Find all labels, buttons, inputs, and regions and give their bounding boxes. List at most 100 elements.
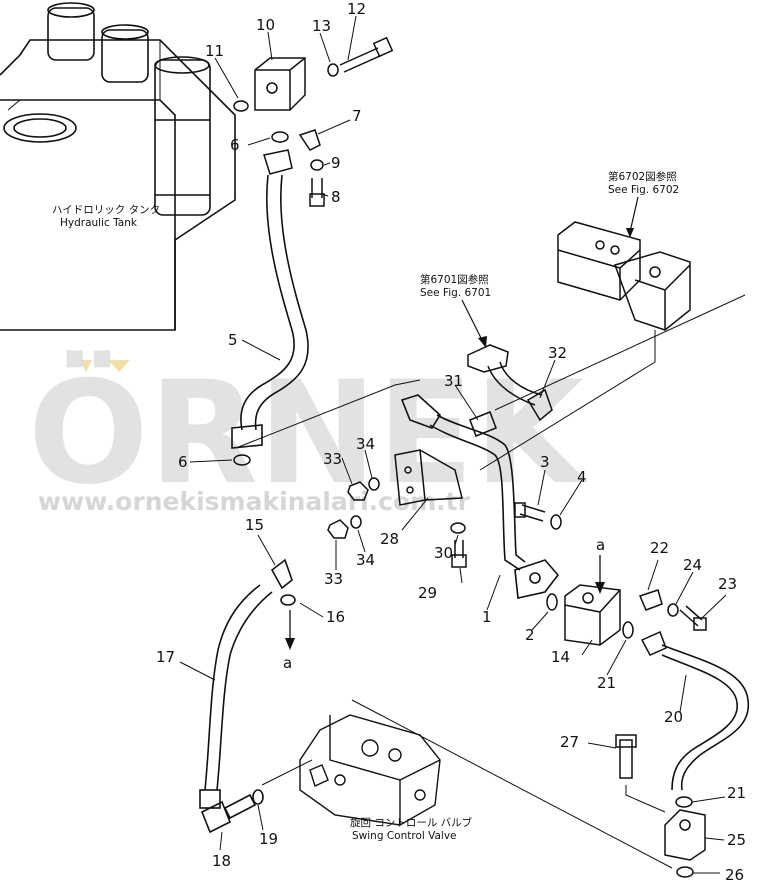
label-part-2: 2 <box>525 626 535 644</box>
leader-lines <box>179 15 727 874</box>
label-part-29: 29 <box>418 584 437 602</box>
o-ring-21-top <box>622 621 634 639</box>
label-part-6-bottom: 6 <box>178 453 188 471</box>
label-part-12: 12 <box>347 0 366 18</box>
label-part-25: 25 <box>727 831 746 849</box>
mark-a-top: a <box>596 536 605 554</box>
label-part-5: 5 <box>228 331 238 349</box>
bolt-23 <box>679 605 703 627</box>
label-part-21-bottom: 21 <box>727 784 746 802</box>
o-ring-2 <box>546 593 558 611</box>
fitting-18 <box>200 800 232 834</box>
clamp-31 <box>469 411 497 437</box>
label-part-34-top: 34 <box>356 435 375 453</box>
o-ring-19 <box>252 789 264 805</box>
nut-33-top <box>347 481 369 501</box>
label-part-4: 4 <box>577 468 587 486</box>
pipe-1 <box>400 394 560 599</box>
bolt-8 <box>311 178 323 198</box>
label-part-32: 32 <box>548 344 567 362</box>
leader-6701 <box>461 299 483 341</box>
label-part-22: 22 <box>650 539 669 557</box>
connection-a-bottom-group: a <box>283 610 295 672</box>
hydraulic-tank <box>0 2 236 331</box>
watermark: ÖRNEK www.ornekismakinalari.com.tr <box>28 349 589 516</box>
flange-top <box>263 149 293 175</box>
hose-5 <box>231 174 309 449</box>
label-part-10: 10 <box>256 16 275 34</box>
pipe-32 <box>467 344 553 422</box>
block-10 <box>254 57 306 111</box>
arrow-6701 <box>478 336 487 348</box>
connection-a-top-group: a <box>595 536 605 594</box>
label-part-21-top: 21 <box>597 674 616 692</box>
washer-34-top <box>368 477 380 491</box>
label-part-34-bottom: 34 <box>356 551 375 569</box>
label-part-9: 9 <box>331 154 341 172</box>
caption-6702-jp: 第6702図参照 <box>608 170 677 183</box>
washer-9 <box>310 159 324 171</box>
label-part-11: 11 <box>205 42 224 60</box>
caption-tank-jp: ハイドロリック タンク <box>52 204 160 216</box>
reference-line <box>494 294 746 411</box>
mark-a-bottom: a <box>283 654 292 672</box>
label-part-16: 16 <box>326 608 345 626</box>
label-part-13: 13 <box>312 17 331 35</box>
leader-6702 <box>629 196 639 233</box>
label-part-20: 20 <box>664 708 683 726</box>
nut-33-bottom <box>327 519 349 539</box>
label-part-28: 28 <box>380 530 399 548</box>
clamp-22 <box>638 589 663 611</box>
label-part-33-top: 33 <box>323 450 342 468</box>
o-ring-6-top <box>271 131 289 143</box>
label-part-27: 27 <box>560 733 579 751</box>
caption-6702-en: See Fig. 6702 <box>608 184 679 196</box>
hose-20 <box>661 644 749 791</box>
washer-24 <box>667 603 679 617</box>
washer-34-bottom <box>350 515 362 529</box>
label-part-31: 31 <box>444 372 463 390</box>
label-part-6-top: 6 <box>230 136 240 154</box>
o-ring-21-bottom <box>675 796 693 808</box>
label-part-3: 3 <box>540 453 550 471</box>
label-part-17: 17 <box>156 648 175 666</box>
arrow-a-top <box>595 582 605 594</box>
o-ring-16 <box>280 594 296 606</box>
arrow-6702 <box>626 228 634 238</box>
block-14 <box>564 584 621 646</box>
block-25 <box>664 809 706 861</box>
label-part-23: 23 <box>718 575 737 593</box>
label-part-24: 24 <box>683 556 702 574</box>
valve-6702 <box>479 221 691 471</box>
bolt-3 <box>519 504 546 522</box>
o-ring-26 <box>676 866 694 878</box>
label-part-7: 7 <box>352 107 362 125</box>
caption-valve-jp: 旋回 コントロール バルブ <box>350 816 473 829</box>
label-part-18: 18 <box>212 852 231 870</box>
hose-17 <box>204 584 261 791</box>
label-part-26: 26 <box>725 866 744 882</box>
label-part-30: 30 <box>434 544 453 562</box>
watermark-accent <box>108 360 130 372</box>
o-ring-11 <box>233 100 249 112</box>
caption-tank-en: Hydraulic Tank <box>60 217 138 229</box>
label-part-1: 1 <box>482 608 492 626</box>
label-part-8: 8 <box>331 188 341 206</box>
caption-6701-en: See Fig. 6701 <box>420 287 491 299</box>
caption-valve-en: Swing Control Valve <box>352 830 457 842</box>
part-number-labels: 10 12 11 13 6 7 9 8 5 6 31 32 3 4 34 33 … <box>156 0 746 884</box>
washer-13 <box>327 63 339 77</box>
label-part-14: 14 <box>551 648 570 666</box>
elbow-7 <box>298 129 321 151</box>
label-part-19: 19 <box>259 830 278 848</box>
caption-6701-jp: 第6701図参照 <box>420 273 489 286</box>
o-ring-6-bottom <box>233 454 251 466</box>
watermark-accent <box>80 360 92 372</box>
swing-control-valve <box>299 714 441 826</box>
arrow-a-bottom <box>285 638 295 650</box>
fitting-20 <box>640 630 667 656</box>
watermark-brand: ÖRNEK <box>28 349 589 516</box>
bolt-27 <box>619 739 633 779</box>
